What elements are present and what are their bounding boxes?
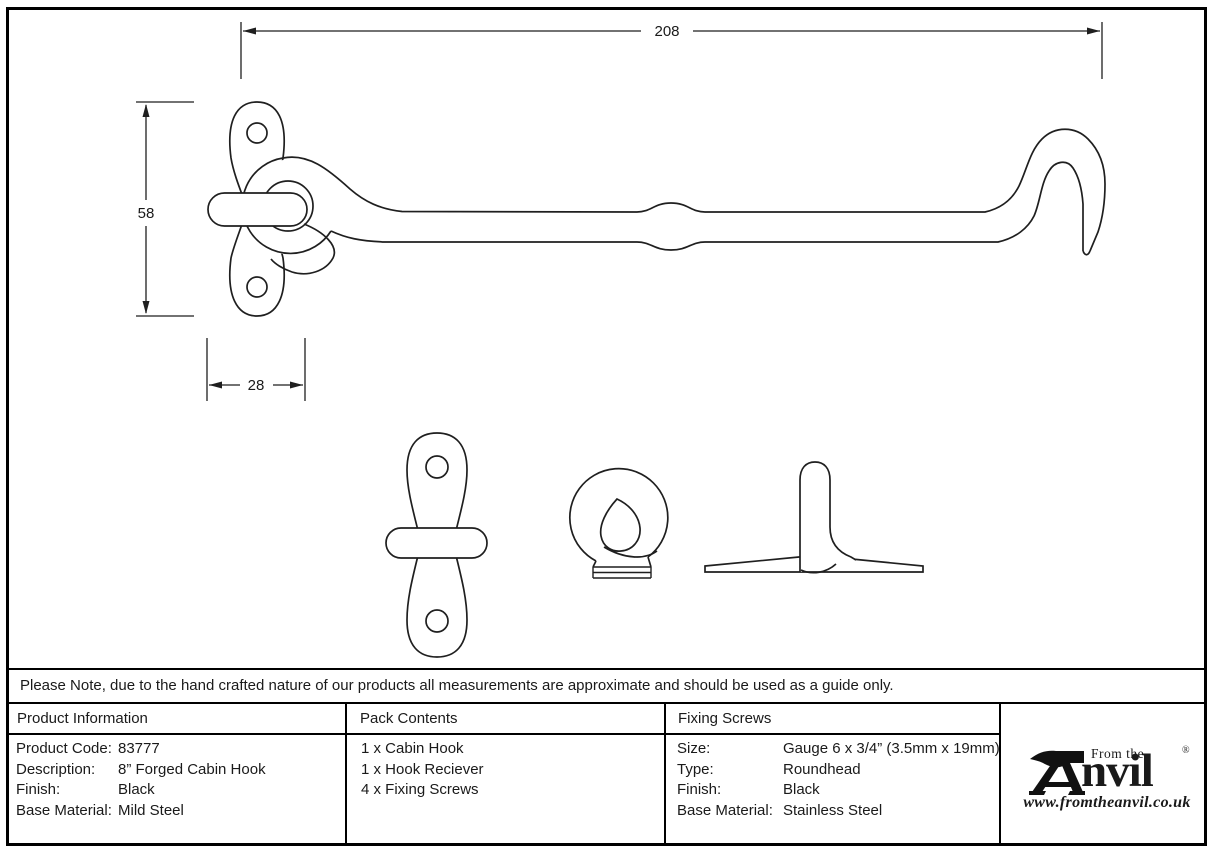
row-label: Type: — [677, 760, 714, 778]
cabin-hook-main-view — [207, 101, 1106, 317]
row-value: Mild Steel — [118, 801, 184, 819]
receiver-side-view — [704, 461, 924, 574]
row-value: 83777 — [118, 740, 160, 757]
table-row: Base Material: Stainless Steel — [666, 801, 999, 822]
row-label: Size: — [677, 740, 711, 757]
logo-url: www.fromtheanvil.co.uk — [1023, 794, 1191, 811]
screw-hole — [425, 455, 449, 479]
dimension-label-length: 208 — [654, 23, 679, 40]
shaft-top-edge — [282, 128, 1106, 252]
eye-outer — [241, 157, 332, 255]
row-value: Roundhead — [783, 760, 861, 778]
dimension-label-height: 58 — [138, 205, 155, 222]
receiver-front-view — [568, 467, 669, 579]
product-info-header: Product Information — [17, 710, 148, 727]
dimension-width: 28 — [206, 338, 306, 401]
arrow-left-icon — [243, 27, 256, 35]
arrow-right-icon — [290, 381, 303, 389]
receiver-wire-cross — [603, 546, 658, 558]
row-value: Black — [783, 781, 820, 798]
row-label: Base Material: — [16, 801, 112, 819]
screw-hole — [246, 122, 268, 144]
dimension-label-width: 28 — [248, 377, 265, 394]
column-divider — [664, 704, 666, 843]
row-label: Finish: — [16, 781, 61, 798]
row-label: Finish: — [677, 781, 722, 798]
logo-wordmark: nvil — [1081, 745, 1154, 797]
dimension-length: 208 — [240, 22, 1103, 79]
table-row: Finish: Black — [666, 780, 999, 801]
arrow-left-icon — [209, 381, 222, 389]
dimension-height: 58 — [136, 101, 194, 317]
column-divider — [345, 704, 347, 843]
list-item: 1 x Hook Reciever — [361, 760, 484, 778]
arrow-down-icon — [142, 301, 150, 314]
note-row: Please Note, due to the hand crafted nat… — [6, 668, 1207, 704]
receiver-neck — [592, 556, 652, 568]
row-value: 8” Forged Cabin Hook — [118, 760, 266, 778]
product-info-column: Product Information Product Code: 83777 … — [9, 704, 345, 821]
arrow-right-icon — [1087, 27, 1100, 35]
technical-drawing: 208 58 28 — [136, 22, 1106, 658]
table-row: Product Code: 83777 — [9, 739, 345, 760]
screw-hole — [425, 609, 449, 633]
hook-tip — [1082, 250, 1091, 256]
receiver-post — [799, 461, 857, 572]
header-underline — [9, 733, 999, 735]
page-border — [6, 7, 1207, 846]
row-value: Stainless Steel — [783, 801, 883, 819]
table-row: Finish: Black — [9, 780, 345, 801]
anvil-icon — [1029, 750, 1085, 795]
row-value: Gauge 6 x 3/4” (3.5mm x 19mm) — [783, 740, 1000, 757]
receiver-loop-inner — [599, 497, 641, 552]
table-row: Type: Roundhead — [666, 760, 999, 781]
list-item: 4 x Fixing Screws — [361, 781, 479, 798]
note-text: Please Note, due to the hand crafted nat… — [20, 677, 894, 694]
row-value: Black — [118, 781, 155, 798]
table-row: Size: Gauge 6 x 3/4” (3.5mm x 19mm) — [666, 739, 1000, 760]
row-label: Product Code: — [16, 740, 112, 757]
shaft-bottom-edge — [330, 161, 1084, 251]
receiver-loop-outer — [568, 467, 669, 562]
pivot-pin — [385, 527, 488, 559]
wire-wrap — [270, 223, 336, 275]
arrow-up-icon — [142, 104, 150, 117]
pack-contents-header: Pack Contents — [360, 710, 458, 727]
receiver-base — [592, 566, 652, 579]
table-row: Description: 8” Forged Cabin Hook — [9, 760, 345, 781]
table-row: Base Material: Mild Steel — [9, 801, 345, 822]
fixing-screws-header: Fixing Screws — [678, 710, 772, 727]
column-divider — [999, 704, 1001, 843]
brand-logo: From the nvil ® www.fromtheanvil.co.uk — [1001, 704, 1206, 843]
plate-front-view — [385, 432, 488, 658]
fixing-screws-column: Fixing Screws Size: Gauge 6 x 3/4” (3.5m… — [666, 704, 1000, 822]
row-label: Description: — [16, 760, 96, 778]
registered-mark-icon: ® — [1182, 745, 1190, 756]
pivot-pin — [207, 192, 308, 227]
row-label: Base Material: — [677, 801, 773, 819]
logo-tagline: From the — [1091, 746, 1145, 761]
receiver-foot — [800, 563, 837, 574]
screw-hole — [246, 276, 268, 298]
list-item: 1 x Cabin Hook — [361, 740, 464, 757]
pack-contents-column: Pack Contents 1 x Cabin Hook 1 x Hook Re… — [347, 704, 664, 801]
